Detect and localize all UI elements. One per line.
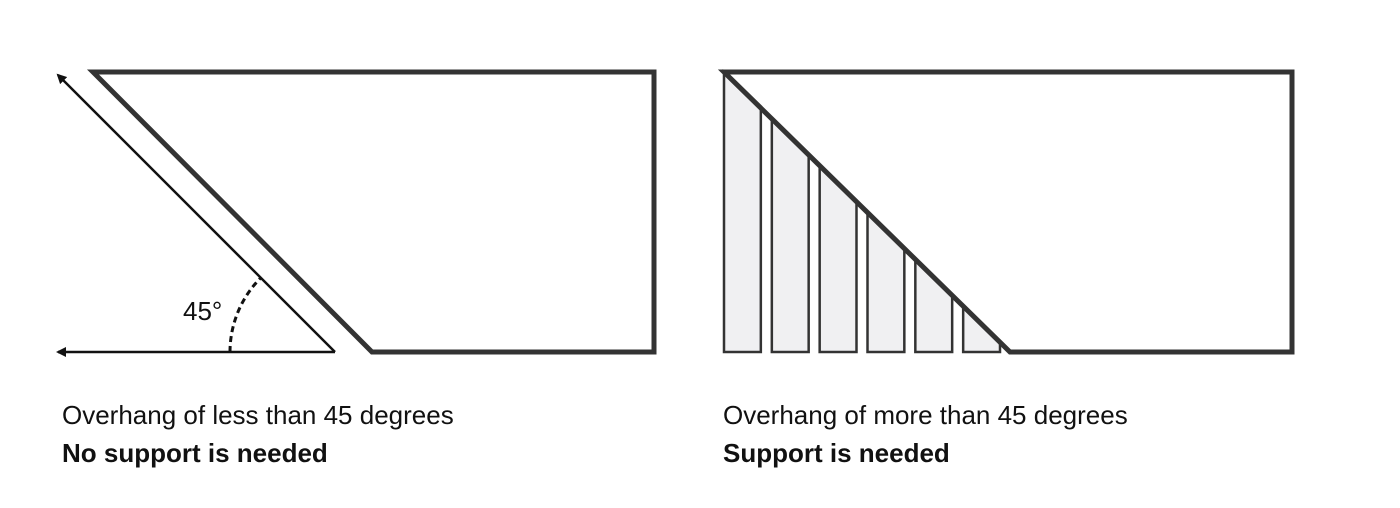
right-caption-line1: Overhang of more than 45 degrees bbox=[723, 400, 1128, 430]
angle-label: 45° bbox=[183, 296, 223, 326]
angle-arrow-diagonal bbox=[56, 73, 336, 353]
right-caption-line2: Support is needed bbox=[723, 438, 950, 468]
right-trapezoid bbox=[717, 69, 1295, 355]
left-caption-line1: Overhang of less than 45 degrees bbox=[62, 400, 454, 430]
left-caption: Overhang of less than 45 degrees No supp… bbox=[62, 396, 454, 472]
right-caption: Overhang of more than 45 degrees Support… bbox=[723, 396, 1128, 472]
support-columns bbox=[722, 69, 1002, 354]
support-column bbox=[722, 69, 763, 354]
support-column bbox=[914, 256, 954, 354]
left-caption-line2: No support is needed bbox=[62, 438, 328, 468]
left-shape bbox=[56, 69, 657, 357]
left-parallelogram bbox=[86, 69, 657, 355]
right-shape bbox=[717, 69, 1295, 355]
support-column bbox=[770, 115, 810, 354]
angle-arc-dashed bbox=[228, 276, 262, 353]
